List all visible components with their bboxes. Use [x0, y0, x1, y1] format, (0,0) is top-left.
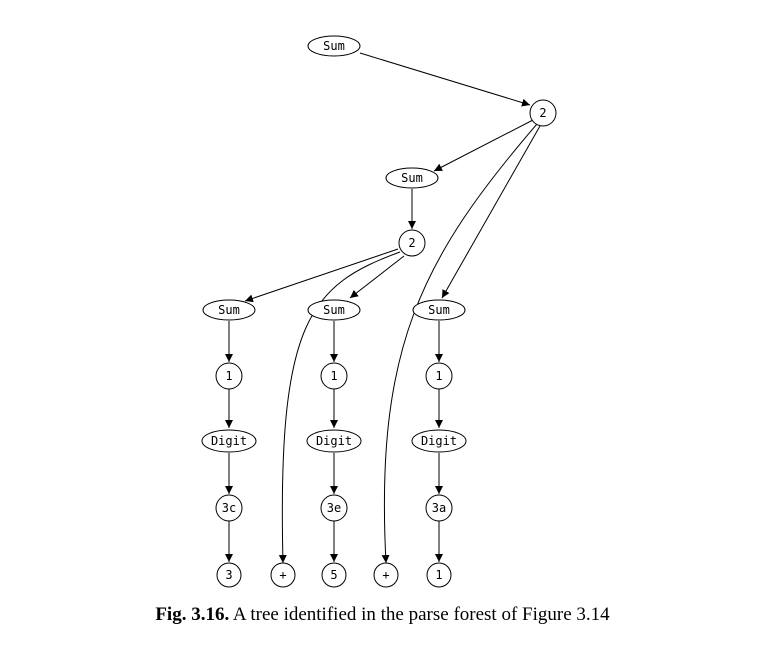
- node-sum-right-label: Sum: [428, 303, 450, 317]
- node-sum-root-label: Sum: [323, 39, 345, 53]
- node-alt-3c: 3c: [215, 494, 243, 522]
- node-alt-3e: 3e: [320, 494, 348, 522]
- node-sum-root: Sum: [307, 35, 361, 57]
- node-alt-right: 1: [425, 362, 453, 390]
- leaf-5: 5: [321, 562, 347, 588]
- node-alt-right-label: 1: [435, 369, 442, 383]
- node-sum-right: Sum: [412, 299, 466, 321]
- node-sum-mid-label: Sum: [401, 171, 423, 185]
- node-alt-3c-label: 3c: [222, 501, 236, 515]
- leaf-plus-1-label: +: [279, 568, 286, 582]
- node-sum-center: Sum: [307, 299, 361, 321]
- leaf-1-label: 1: [435, 568, 442, 582]
- tree-nodes: Sum 2 Sum 2 Sum Sum Sum 1: [201, 35, 557, 588]
- node-alt-top: 2: [529, 99, 557, 127]
- node-alt-3e-label: 3e: [327, 501, 341, 515]
- node-sum-center-label: Sum: [323, 303, 345, 317]
- node-digit-right-label: Digit: [421, 434, 457, 448]
- figure-caption: Fig. 3.16. A tree identified in the pars…: [0, 604, 765, 626]
- leaf-3: 3: [216, 562, 242, 588]
- node-alt-center-label: 1: [330, 369, 337, 383]
- edge-alt-top-to-sum-mid: [433, 119, 534, 172]
- node-digit-left: Digit: [201, 429, 257, 453]
- node-digit-center-label: Digit: [316, 434, 352, 448]
- node-alt-3a: 3a: [425, 494, 453, 522]
- node-alt-left-label: 1: [225, 369, 232, 383]
- edge-alt-top-to-sum-r: [441, 125, 541, 299]
- node-alt-mid: 2: [398, 229, 426, 257]
- figure-caption-label: Fig. 3.16.: [155, 604, 230, 625]
- leaf-3-label: 3: [225, 568, 232, 582]
- leaf-plus-2: +: [373, 562, 399, 588]
- edge-sum-root-to-alt-top: [359, 52, 531, 107]
- node-sum-left: Sum: [202, 299, 256, 321]
- figure-caption-text: A tree identified in the parse forest of…: [232, 604, 610, 625]
- leaf-1: 1: [426, 562, 452, 588]
- edge-alt-top-to-plus2: [381, 123, 538, 564]
- edge-alt-mid-to-sum-l: [244, 248, 399, 303]
- edge-alt-mid-to-sum-c: [349, 255, 405, 299]
- node-alt-center: 1: [320, 362, 348, 390]
- node-digit-right: Digit: [411, 429, 467, 453]
- node-alt-mid-label: 2: [408, 236, 415, 250]
- tree-edges: [225, 52, 541, 564]
- node-digit-left-label: Digit: [211, 434, 247, 448]
- node-sum-left-label: Sum: [218, 303, 240, 317]
- leaf-5-label: 5: [330, 568, 337, 582]
- leaf-plus-1: +: [270, 562, 296, 588]
- node-alt-3a-label: 3a: [432, 501, 446, 515]
- leaf-plus-2-label: +: [382, 568, 389, 582]
- node-alt-left: 1: [215, 362, 243, 390]
- edge-alt-mid-to-plus1: [278, 251, 401, 564]
- node-alt-top-label: 2: [539, 106, 546, 120]
- node-sum-mid: Sum: [385, 167, 439, 189]
- node-digit-center: Digit: [306, 429, 362, 453]
